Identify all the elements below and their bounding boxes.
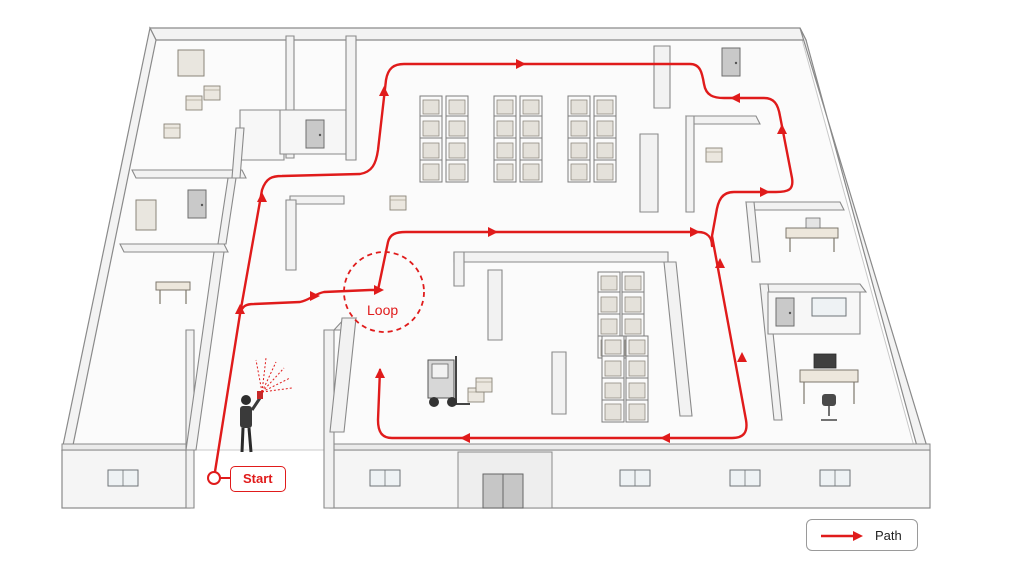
window-icon — [619, 469, 651, 487]
legend-path-label: Path — [875, 528, 902, 543]
person-icon — [240, 391, 263, 453]
window-icon — [107, 469, 139, 487]
loop-circle — [343, 251, 425, 333]
arrow-icon — [821, 531, 863, 541]
door-icon — [775, 297, 795, 327]
sensor-rays-icon — [255, 357, 293, 393]
outer-walls — [61, 26, 929, 451]
door-icon — [187, 189, 207, 219]
table-icon — [155, 281, 191, 304]
shelf-rack-icon — [597, 271, 649, 423]
start-label: Start — [230, 466, 286, 492]
legend: Path — [806, 519, 918, 551]
loop-label: Loop — [367, 302, 399, 318]
forklift-icon — [427, 356, 493, 407]
start-point — [207, 471, 221, 485]
office-chair-icon — [821, 394, 837, 421]
arrow-icon — [235, 59, 787, 443]
storage-boxes — [135, 49, 221, 231]
pallet-icon — [389, 195, 407, 211]
door-icon — [305, 119, 325, 149]
office-desk — [799, 353, 859, 404]
window-icon — [369, 469, 401, 487]
inner-partitions — [285, 45, 693, 433]
pallet-icon — [705, 147, 723, 163]
left-rooms — [119, 35, 357, 451]
front-door-icon — [482, 473, 524, 509]
window-icon — [819, 469, 851, 487]
desk-icon — [785, 217, 839, 252]
monitor-icon — [813, 353, 837, 369]
window-icon — [811, 297, 847, 317]
door-icon — [721, 47, 741, 77]
window-icon — [729, 469, 761, 487]
